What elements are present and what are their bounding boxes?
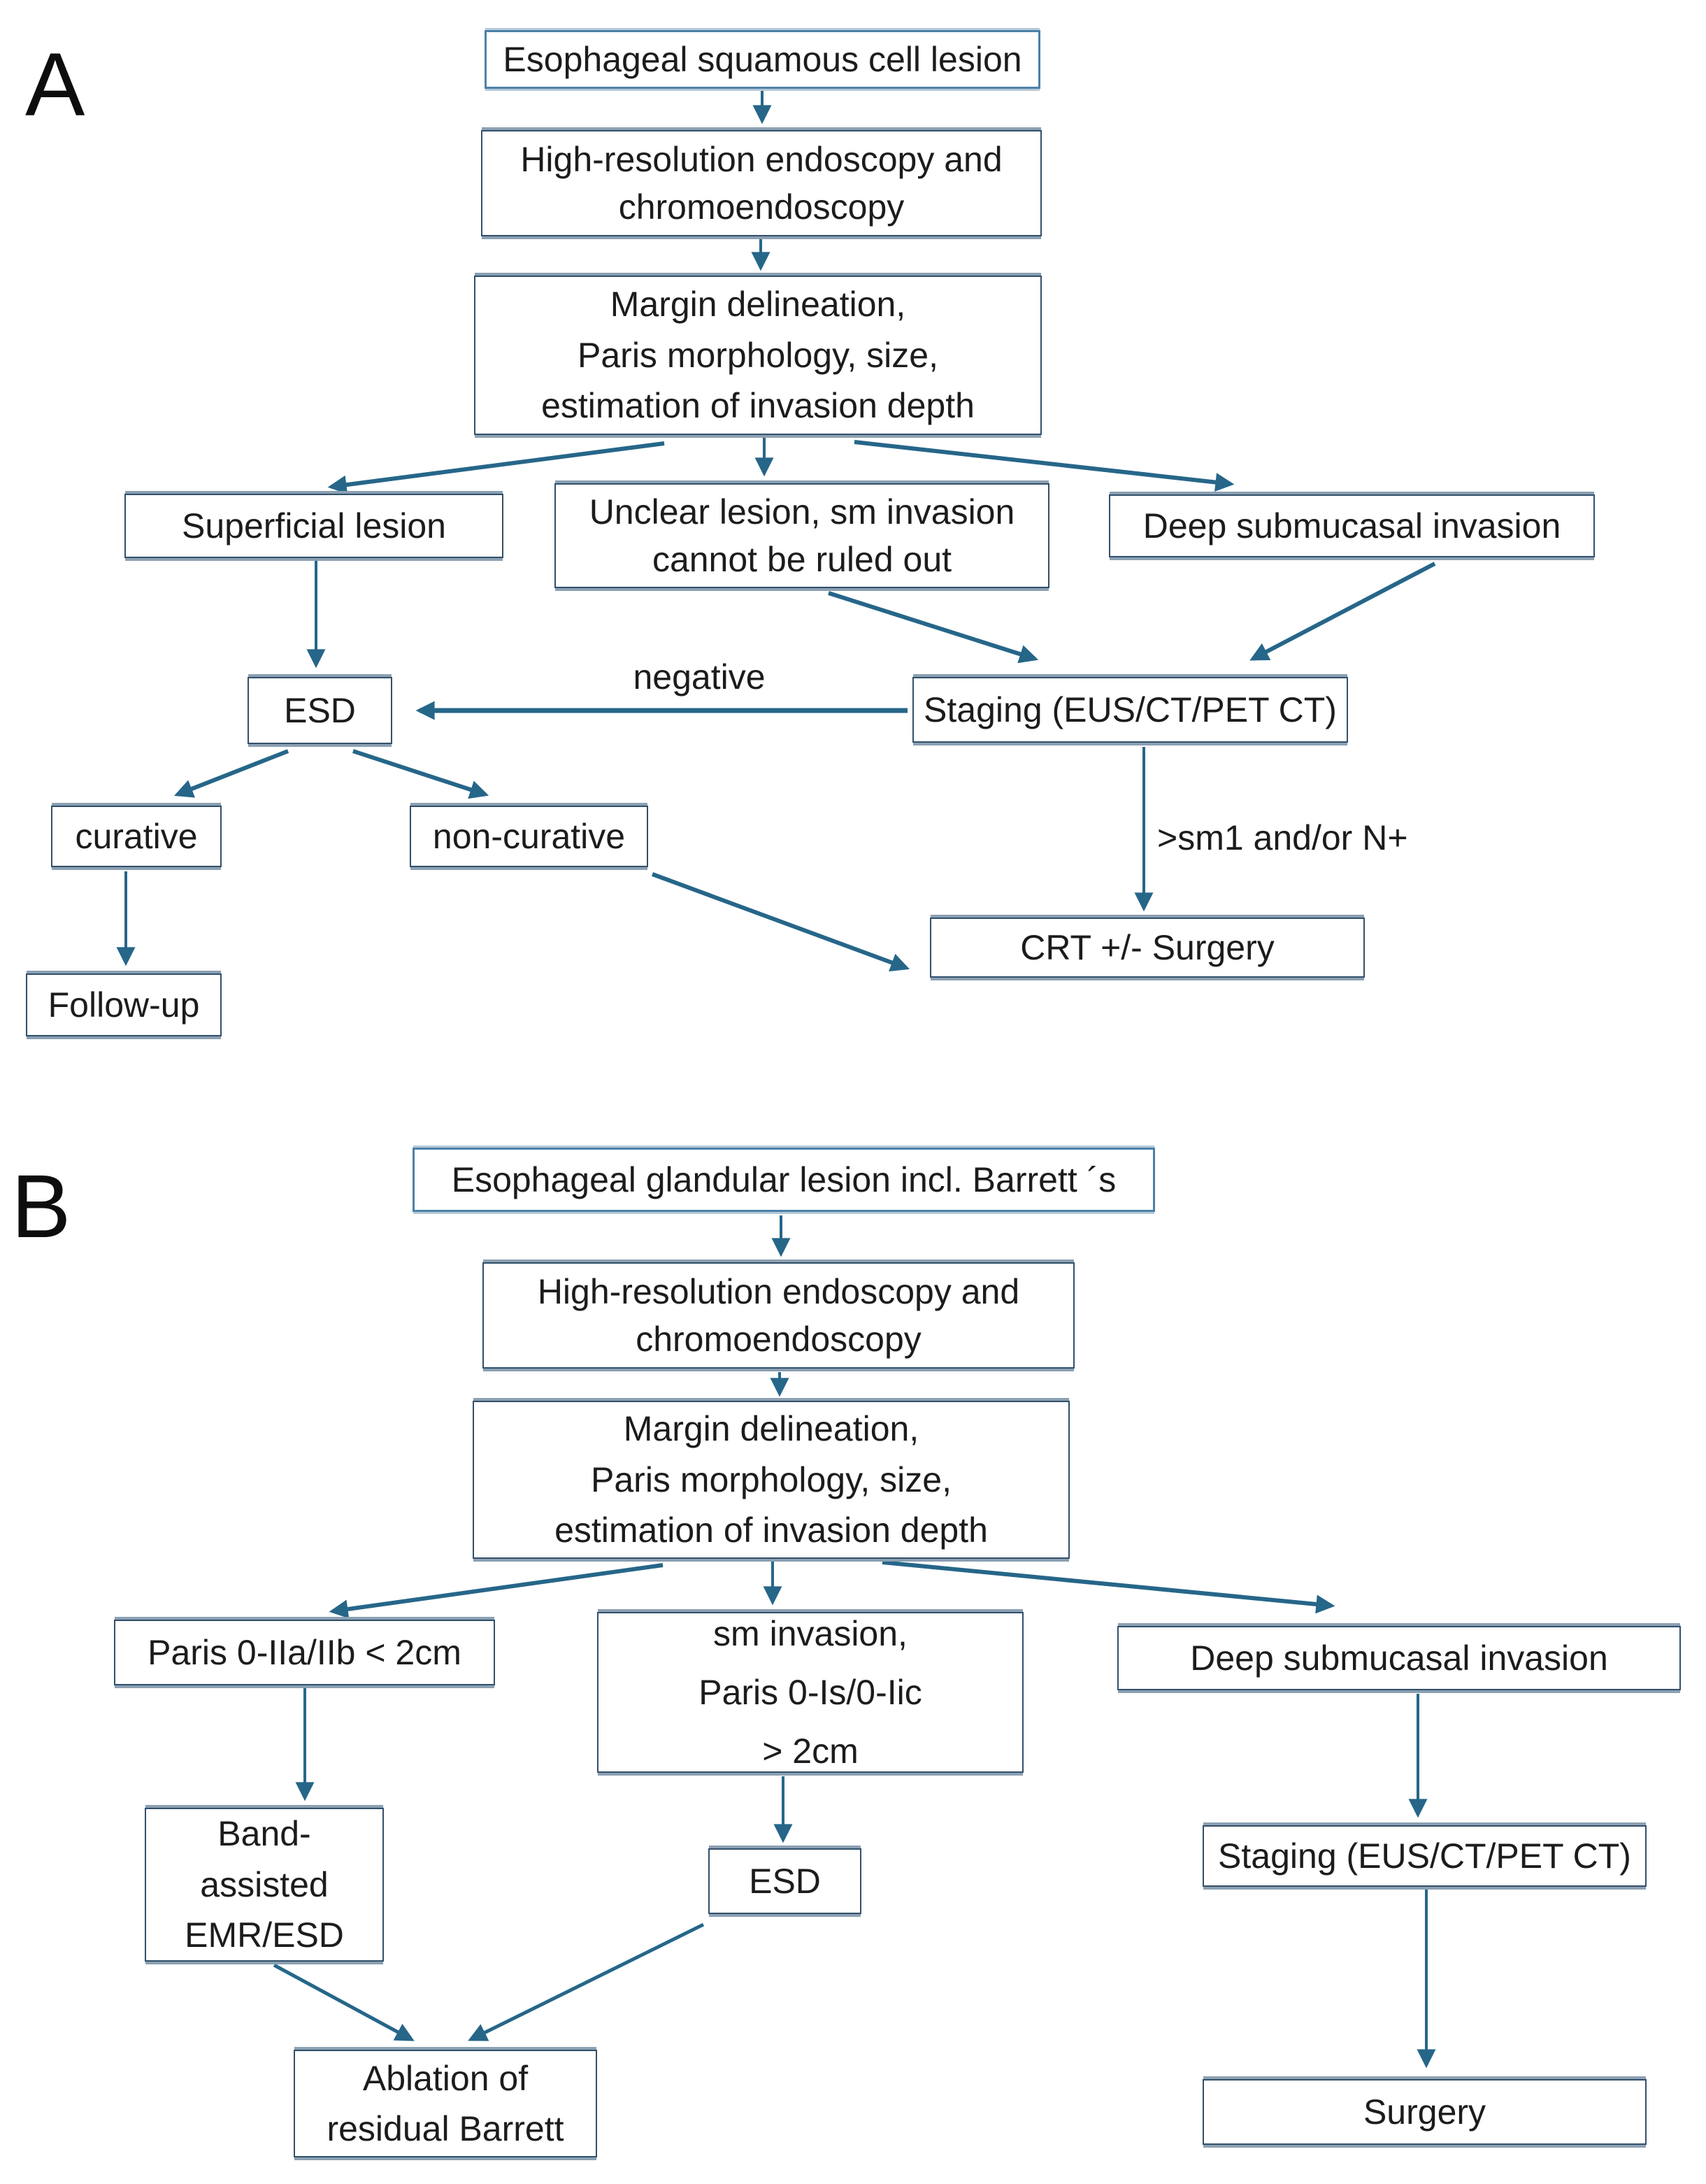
node-b-surgery: Surgery — [1203, 2079, 1647, 2145]
node-a-deep-submucosal: Deep submucasal invasion — [1109, 494, 1595, 557]
node-b-ablation-residual-barrett: Ablation of residual Barrett — [294, 2050, 597, 2157]
node-b-glandular-lesion: Esophageal glandular lesion incl. Barret… — [413, 1148, 1155, 1212]
arrow-a-deep-staging — [1249, 562, 1436, 661]
node-b-esd: ESD — [708, 1848, 861, 1914]
node-a-curative: curative — [51, 806, 222, 867]
node-b-margin-delineation: Margin delineation, Paris morphology, si… — [473, 1401, 1070, 1559]
node-b-endoscopy: High-resolution endoscopy and chromoendo… — [482, 1262, 1075, 1369]
arrow-a-margin-superficial — [327, 441, 665, 494]
arrow-b-margin-paris — [329, 1563, 664, 1619]
node-a-squamous-lesion: Esophageal squamous cell lesion — [485, 30, 1040, 89]
node-a-follow-up: Follow-up — [26, 973, 222, 1036]
edge-label-sm1-n-plus: >sm1 and/or N+ — [1157, 818, 1408, 857]
arrow-a-unclear-staging — [828, 591, 1039, 664]
arrow-b-margin-deep — [882, 1560, 1335, 1614]
node-a-margin-delineation: Margin delineation, Paris morphology, si… — [474, 276, 1042, 435]
arrow-a-noncurative-crt — [651, 872, 910, 972]
node-b-paris-small: Paris 0-IIa/IIb < 2cm — [114, 1620, 495, 1685]
node-b-sm-invasion: sm invasion, Paris 0-Is/0-Iic > 2cm — [597, 1612, 1024, 1773]
node-b-band-assisted-emr-esd: Band- assisted EMR/ESD — [145, 1808, 384, 1962]
panel-b-label: B — [11, 1157, 71, 1257]
node-a-staging: Staging (EUS/CT/PET CT) — [912, 677, 1348, 743]
node-b-deep-submucosal: Deep submucasal invasion — [1117, 1626, 1681, 1690]
arrow-b-esd-ablation — [468, 1922, 705, 2041]
node-a-non-curative: non-curative — [410, 806, 648, 867]
node-a-superficial-lesion: Superficial lesion — [124, 494, 503, 558]
node-a-unclear-lesion: Unclear lesion, sm invasion cannot be ru… — [554, 483, 1049, 588]
node-b-staging: Staging (EUS/CT/PET CT) — [1203, 1825, 1647, 1887]
edge-label-negative: negative — [633, 657, 766, 697]
arrow-a-margin-deep — [854, 440, 1235, 492]
node-a-esd: ESD — [248, 677, 392, 744]
arrow-b-band-ablation — [273, 1963, 415, 2041]
arrow-a-esd-curative — [173, 749, 289, 798]
panel-a-label: A — [25, 35, 85, 135]
node-a-endoscopy: High-resolution endoscopy and chromoendo… — [481, 130, 1042, 236]
node-a-crt-surgery: CRT +/- Surgery — [930, 918, 1365, 978]
arrow-a-esd-noncurative — [352, 749, 489, 799]
